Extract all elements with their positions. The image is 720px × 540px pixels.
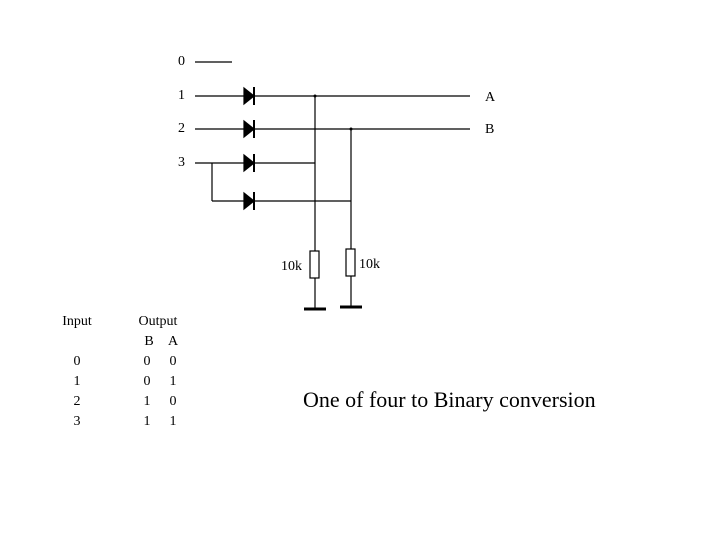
row-a: 0	[169, 354, 177, 369]
row-a: 1	[169, 414, 177, 429]
column-b-header: B	[144, 334, 154, 349]
row-input: 1	[73, 374, 81, 389]
input-label-1: 1	[178, 88, 185, 103]
output-label-b: B	[485, 122, 495, 137]
column-a-header: A	[167, 334, 179, 349]
junction-b	[349, 127, 353, 131]
row-a: 0	[169, 394, 177, 409]
input-label-0: 0	[178, 54, 185, 69]
diode-3a	[243, 153, 255, 173]
diagram-title: One of four to Binary conversion	[303, 387, 596, 412]
table-row: 1 0 1	[55, 372, 183, 392]
resistor-a-value: 10k	[281, 259, 302, 274]
input-label-2: 2	[178, 121, 185, 136]
row-b: 1	[143, 394, 151, 409]
output-header: Output	[138, 314, 178, 329]
row-b: 0	[143, 354, 151, 369]
diode-1	[243, 86, 255, 106]
table-row: 3 1 1	[55, 412, 183, 432]
resistor-a	[309, 250, 320, 279]
table-row: 2 1 0	[55, 392, 183, 412]
row-b: 1	[143, 414, 151, 429]
table-row: 0 0 0	[55, 352, 183, 372]
diode-3b	[243, 191, 255, 211]
diode-2	[243, 119, 255, 139]
resistor-b	[345, 248, 356, 277]
truth-table-subheader: B A	[55, 332, 183, 352]
row-input: 0	[73, 354, 81, 369]
row-input: 2	[73, 394, 81, 409]
junction-a	[313, 94, 317, 98]
output-label-a: A	[485, 90, 496, 105]
input-header: Input	[62, 314, 92, 329]
row-b: 0	[143, 374, 151, 389]
resistor-b-value: 10k	[359, 257, 380, 272]
truth-table-header: Input Output	[55, 312, 183, 332]
truth-table: Input Output B A 0 0 0 1 0 1 2 1 0 3	[55, 312, 183, 432]
row-input: 3	[73, 414, 81, 429]
input-label-3: 3	[178, 155, 185, 170]
row-a: 1	[169, 374, 177, 389]
